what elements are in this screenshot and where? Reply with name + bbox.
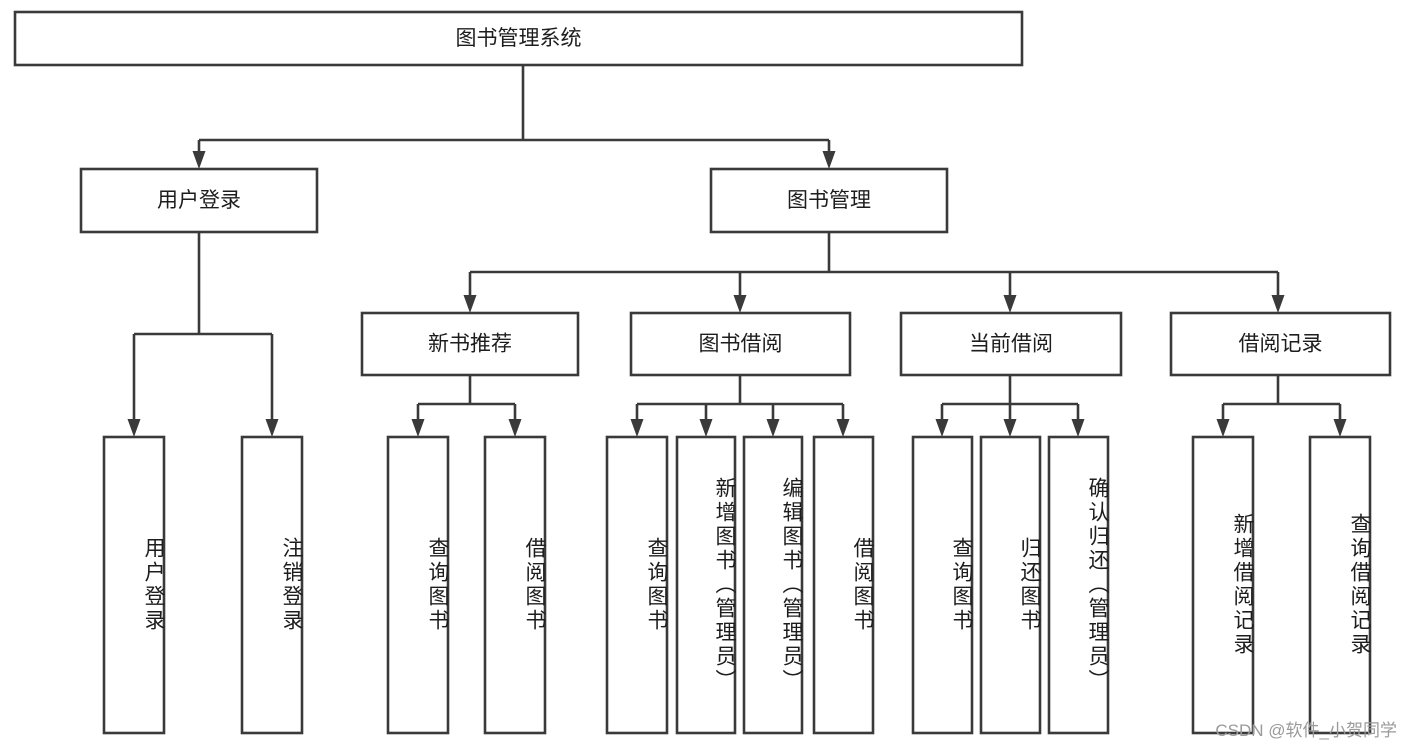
- node-level3-2[interactable]: [899, 311, 1123, 377]
- node-leaf-1[interactable]: [240, 435, 304, 735]
- edge-level3-1-to-leaf-2-arrowhead: [766, 419, 780, 437]
- edge-level3-1-to-leaf-0-arrowhead: [630, 419, 644, 437]
- edge-book-to-level3-2-arrowhead: [1003, 295, 1017, 313]
- edge-root-to-level2-1-arrowhead: [822, 151, 836, 169]
- edge-level3-3-to-leaf-1-arrowhead: [1333, 419, 1347, 437]
- node-leaf-7[interactable]: [812, 435, 875, 735]
- edge-level3-2-to-leaf-0-arrowhead: [935, 419, 949, 437]
- edge-book-to-level3-3-arrowhead: [1271, 295, 1285, 313]
- node-leaf-4[interactable]: [605, 435, 669, 735]
- node-level3-1-label: 图书借阅: [699, 333, 783, 356]
- edge-root-to-level2-0-arrowhead: [192, 151, 206, 169]
- node-leaf-6[interactable]: [742, 435, 804, 735]
- edge-level3-0-to-leaf-1-arrowhead: [508, 419, 522, 437]
- node-leaf-0[interactable]: [102, 435, 166, 735]
- node-root-system[interactable]: [13, 10, 1024, 67]
- edge-user-to-leaf-1-arrowhead: [265, 419, 279, 437]
- node-level3-2-label: 当前借阅: [969, 333, 1053, 356]
- node-leaf-3[interactable]: [483, 435, 547, 735]
- node-leaf-11[interactable]: [1191, 435, 1255, 735]
- node-level3-3[interactable]: [1169, 311, 1392, 377]
- node-level3-1[interactable]: [629, 311, 852, 377]
- node-level2-1-label: 图书管理: [787, 189, 871, 212]
- edge-level3-2-to-leaf-2-arrowhead: [1071, 419, 1085, 437]
- edge-book-to-level3-1-arrowhead: [733, 295, 747, 313]
- node-leaf-12[interactable]: [1308, 435, 1372, 735]
- edges-layer: [127, 65, 1347, 437]
- node-leaf-10[interactable]: [1047, 435, 1110, 735]
- edge-level3-3-to-leaf-0-arrowhead: [1216, 419, 1230, 437]
- node-level3-3-label: 借阅记录: [1239, 333, 1323, 356]
- node-leaf-5[interactable]: [675, 435, 737, 735]
- node-leaf-2[interactable]: [386, 435, 450, 735]
- node-level2-1[interactable]: [709, 167, 949, 234]
- node-root-system-label: 图书管理系统: [456, 27, 582, 50]
- node-level2-0-label: 用户登录: [157, 189, 241, 212]
- edge-book-to-level3-0-arrowhead: [463, 295, 477, 313]
- edge-level3-1-to-leaf-3-arrowhead: [836, 419, 850, 437]
- edge-level3-0-to-leaf-0-arrowhead: [411, 419, 425, 437]
- node-leaf-9[interactable]: [979, 435, 1042, 735]
- edge-user-to-leaf-0-arrowhead: [127, 419, 141, 437]
- node-level3-0-label: 新书推荐: [428, 333, 512, 356]
- node-level2-0[interactable]: [79, 167, 319, 234]
- node-level3-0[interactable]: [360, 311, 580, 377]
- node-leaf-8[interactable]: [911, 435, 974, 735]
- edge-level3-1-to-leaf-1-arrowhead: [699, 419, 713, 437]
- csdn-watermark: CSDN @软件_小贺同学: [1215, 721, 1397, 740]
- edge-level3-2-to-leaf-1-arrowhead: [1003, 419, 1017, 437]
